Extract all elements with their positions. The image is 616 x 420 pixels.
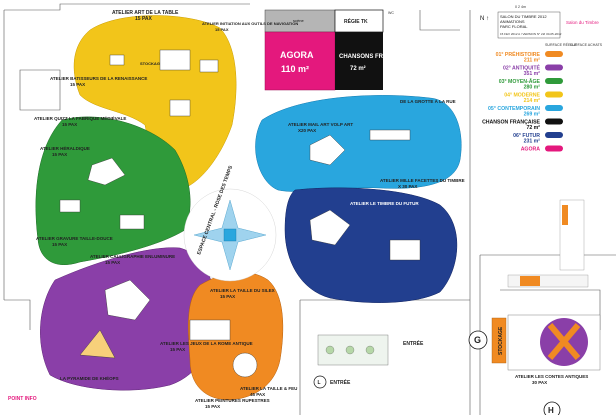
green-pax3: 15 PAX	[52, 242, 67, 247]
legend-label: 01° PRÉHISTOIRE	[496, 50, 541, 58]
orange-pax3: 45 PAX	[250, 392, 265, 397]
legend-label: 05° CONTEMPORAIN	[488, 106, 540, 112]
chansons-block	[335, 32, 383, 90]
zone-moyen-age	[35, 116, 191, 266]
stockage-block	[491, 317, 507, 364]
legend-area: 269 m²	[524, 112, 541, 118]
yellow-title: ATELIER ART DE LA TABLE	[112, 10, 179, 16]
legend-label: 06° FUTUR	[513, 133, 540, 139]
entrance2-label: ENTRÉE	[330, 378, 351, 386]
north-arrow-icon: N ↑	[480, 16, 489, 22]
stockage-label: STOCKAGE	[498, 326, 504, 355]
marker-h-text: H	[548, 406, 554, 415]
orange-title: ATELIER PEINTURES RUPESTRES	[195, 398, 270, 403]
legend-area: 280 m²	[524, 85, 541, 91]
legend-col1: SURFACE RÉELLE	[545, 42, 577, 47]
marker-l	[313, 375, 327, 389]
marker-g-text: G	[474, 335, 481, 345]
point-info-label: POINT INFO	[8, 396, 37, 402]
green-pax4: 15 PAX	[105, 260, 120, 265]
legend-swatch	[545, 91, 563, 98]
legend-label: 02° ANTIQUITÉ	[503, 64, 541, 72]
green-title3: ATELIER GRAVURE TAILLE-DOUCE	[36, 236, 113, 241]
pyramid-mark	[79, 329, 116, 359]
legend-swatch	[545, 145, 563, 152]
subtitle1-text: ANIMATIONS	[500, 19, 525, 24]
legend-swatch	[545, 64, 563, 71]
subtitle2-text: PARC FLORAL	[500, 24, 528, 29]
yellow-stockage: STOCKAGE	[140, 61, 163, 66]
legend-area: 214 m²	[524, 98, 541, 104]
green-pax2: 15 PAX	[52, 152, 67, 157]
blue-pax: X20 PAX	[298, 128, 316, 133]
agora-block	[264, 31, 336, 91]
logo-text: Salon du Timbre	[566, 20, 599, 25]
legend-label: 03° MOYEN-ÂGE	[499, 78, 541, 85]
contes-pax: 30 PAX	[532, 380, 547, 385]
chansons-area: 72 m²	[350, 65, 366, 72]
blue-title: ATELIER MAIL ART VOLP ART	[288, 122, 353, 127]
purple-title: ATELIER LES JEUX DE LA ROME ANTIQUE	[160, 341, 253, 346]
legend-swatch	[545, 51, 563, 57]
zone-prehistoire	[188, 271, 284, 401]
legend-swatch	[545, 105, 563, 111]
navy-title: ATELIER LE TIMBRE DU FUTUR	[350, 201, 419, 206]
blue-pax3: X 30 PAX	[398, 184, 417, 189]
legend-area: 231 m²	[524, 139, 541, 145]
purple-pax: 15 PAX	[170, 347, 185, 352]
version-text: 15 FEV 2012 A / VERSION N° 22I 30-05-201…	[500, 32, 562, 36]
agora-label: AGORA	[280, 50, 314, 60]
regie-label: RÉGIE TK	[344, 17, 368, 25]
legend-label: CHANSON FRANÇAISE	[482, 120, 540, 126]
orange-pax: 15 PAX	[205, 404, 220, 409]
green-title2: ATELIER HÉRALDIQUE	[40, 144, 90, 151]
orange-title3: ATELIER LA TAILLE & FEU	[240, 386, 297, 391]
chansons-label: CHANSONS FRANÇAISES	[339, 54, 414, 60]
scene-label: scène	[293, 18, 304, 23]
yellow-pax3: 15 PAX	[70, 82, 85, 87]
orange-pax2: 15 PAX	[220, 294, 235, 299]
yellow-pax: 15 PAX	[135, 16, 153, 22]
green-title: ATELIER QUIZZ LA FABRIQUE MÉDIÉVALE	[34, 114, 126, 121]
legend-area: 72 m²	[526, 125, 540, 131]
marker-g	[468, 330, 488, 350]
contes-star	[547, 323, 581, 360]
legend-col2: SURFACE ACHATS	[570, 43, 603, 47]
title-block	[497, 11, 561, 39]
legend-label: AGORA	[521, 147, 541, 153]
legend-swatch	[545, 78, 563, 84]
legend-area: 351 m²	[524, 71, 541, 77]
green-pax: 15 PAX	[62, 122, 77, 127]
entrance-label: ENTRÉE	[403, 339, 424, 347]
blue-title2: DE LA GROTTE À LA RUE	[400, 98, 456, 104]
wc-label: WC	[388, 11, 394, 15]
garden-area	[317, 334, 389, 366]
legend-area: 211 m²	[524, 58, 540, 64]
blue-title3: ATELIER MILLE FACETTES DU TIMBRE	[380, 178, 465, 183]
contes-label: ATELIER LES CONTES ANTIQUES	[515, 374, 588, 379]
yellow-title3: ATELIER BATISSEURS DE LA RENAISSANCE	[50, 76, 147, 81]
furniture-marks	[59, 49, 421, 378]
side-plan	[507, 199, 589, 288]
orange-title2: ATELIER LA TAILLE DU SILEX	[210, 288, 275, 293]
agora-area: 110 m²	[281, 64, 309, 74]
central-space	[183, 188, 277, 282]
yellow-pax2: 15 PAX	[215, 27, 229, 32]
legend-label: 04° MODERNE	[504, 93, 540, 99]
yellow-title2: ATELIER INITIATION AUX OUTILS DE NAVIGAT…	[202, 21, 298, 26]
legend-swatch	[545, 118, 563, 125]
green-title4: ATELIER CALLIGRAPHIE ENLUMINURE	[90, 254, 175, 259]
zone-contemporain	[255, 95, 462, 192]
scale-label: 0 2 4m	[515, 5, 526, 9]
marker-l-text: L	[318, 380, 321, 386]
purple-title3: LA PYRAMIDE DE KHÉOPS	[60, 374, 119, 381]
title-text: SALON DU TIMBRE 2012	[500, 14, 547, 19]
legend-swatch	[545, 132, 563, 138]
